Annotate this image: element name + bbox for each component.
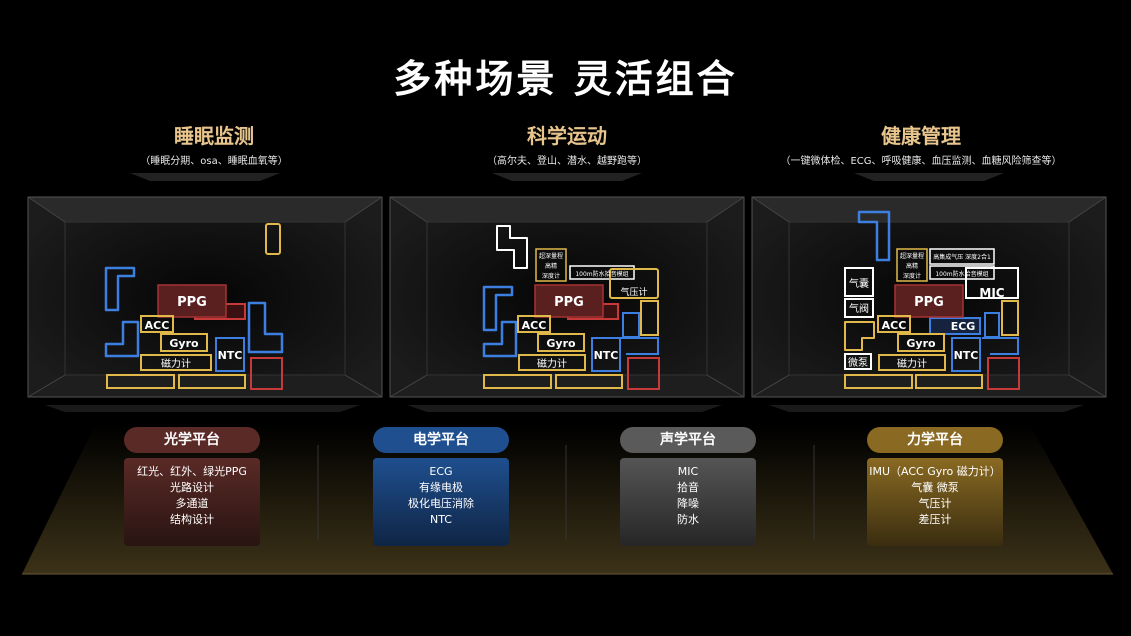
label-gyro: Gyro: [546, 337, 576, 350]
label-pump: 微泵: [848, 356, 868, 369]
platform-item: 多通道: [175, 497, 209, 510]
platform-item: 差压计: [918, 513, 952, 526]
platform-item: ECG: [429, 465, 453, 478]
label-ntc: NTC: [594, 349, 619, 362]
label-valve: 气阀: [849, 302, 869, 315]
scene-desc-sport: （高尔夫、登山、潜水、越野跑等）: [487, 156, 647, 167]
platform-item: 气压计: [918, 497, 952, 510]
platform-item: 有缘电极: [419, 481, 463, 494]
label-airbag: 气囊: [849, 277, 869, 290]
platform-item: 降噪: [677, 497, 699, 510]
scene-title-sport: 科学运动: [527, 124, 607, 148]
label-waterproof-mic: 100m防水拾音模组: [575, 270, 628, 278]
platform-item: 光路设计: [170, 481, 214, 494]
scene-desc-sleep: （睡眠分期、osa、睡眠血氧等）: [140, 156, 288, 167]
label-baro: 气压计: [620, 286, 647, 298]
scene-title-health: 健康管理: [881, 124, 961, 148]
label-ppg: PPG: [914, 295, 944, 310]
platform-item: 防水: [677, 513, 699, 526]
platform-electrical-list: ECG 有缘电极 极化电压消除 NTC: [373, 458, 509, 546]
label-ppg: PPG: [554, 295, 584, 310]
room-health: 超深量程 高精 深度计 高集成气压 深度2合1 100m防水拾音模组 气囊 气阀…: [751, 173, 1107, 412]
label-gyro: Gyro: [906, 337, 936, 350]
label-acc: ACC: [522, 319, 547, 332]
label-depth-3: 深度计: [903, 272, 921, 280]
platform-item: 红光、红外、绿光PPG: [137, 465, 247, 478]
platform-item: 气囊 微泵: [911, 481, 959, 494]
label-ecg: ECG: [951, 320, 976, 333]
platform-mechanical-title: 力学平台: [867, 427, 1003, 453]
platform-mechanical-list: IMU（ACC Gyro 磁力计） 气囊 微泵 气压计 差压计: [867, 458, 1003, 546]
room-sport: 超深量程 高精 深度计 100m防水拾音模组 气压计 PPG ACC Gyro …: [389, 173, 745, 412]
label-waterproof-mic: 100m防水拾音模组: [935, 270, 988, 278]
label-mag: 磁力计: [897, 357, 927, 370]
label-gyro: Gyro: [169, 337, 199, 350]
scene-desc-health: （一键微体检、ECG、呼吸健康、血压监测、血糖风险筛查等）: [780, 156, 1062, 167]
label-acc: ACC: [145, 319, 170, 332]
platform-item: MIC: [677, 465, 699, 478]
label-mag: 磁力计: [161, 357, 191, 370]
platform-optical-list: 红光、红外、绿光PPG 光路设计 多通道 结构设计: [124, 458, 260, 546]
label-depth-1: 超深量程: [539, 252, 563, 260]
label-depth-2: 高精: [545, 262, 557, 270]
platform-item: 拾音: [677, 481, 699, 494]
platform-item: IMU（ACC Gyro 磁力计）: [869, 465, 1001, 478]
platform-electrical-title: 电学平台: [373, 427, 509, 453]
platform-item: NTC: [430, 513, 452, 526]
label-ntc: NTC: [218, 349, 243, 362]
page-title: 多种场景 灵活组合: [393, 57, 738, 101]
label-mag: 磁力计: [537, 357, 567, 370]
label-depth-2: 高精: [906, 262, 918, 270]
label-acc: ACC: [882, 319, 907, 332]
platform-acoustic-list: MIC 拾音 降噪 防水: [620, 458, 756, 546]
label-ppg: PPG: [177, 295, 207, 310]
label-pressure-combo: 高集成气压 深度2合1: [933, 253, 991, 261]
platform-item: 极化电压消除: [408, 497, 474, 510]
platform-item: 结构设计: [170, 513, 214, 526]
label-depth-3: 深度计: [542, 272, 560, 280]
platform-optical-title: 光学平台: [124, 427, 260, 453]
scene-title-sleep: 睡眠监测: [174, 124, 254, 148]
label-mic: MIC: [979, 286, 1004, 300]
stage-floor: [22, 425, 1113, 574]
room-sleep: PPG ACC Gyro NTC 磁力计: [27, 173, 383, 412]
platform-acoustic-title: 声学平台: [620, 427, 756, 453]
label-depth-1: 超深量程: [900, 252, 924, 260]
label-ntc: NTC: [954, 349, 979, 362]
